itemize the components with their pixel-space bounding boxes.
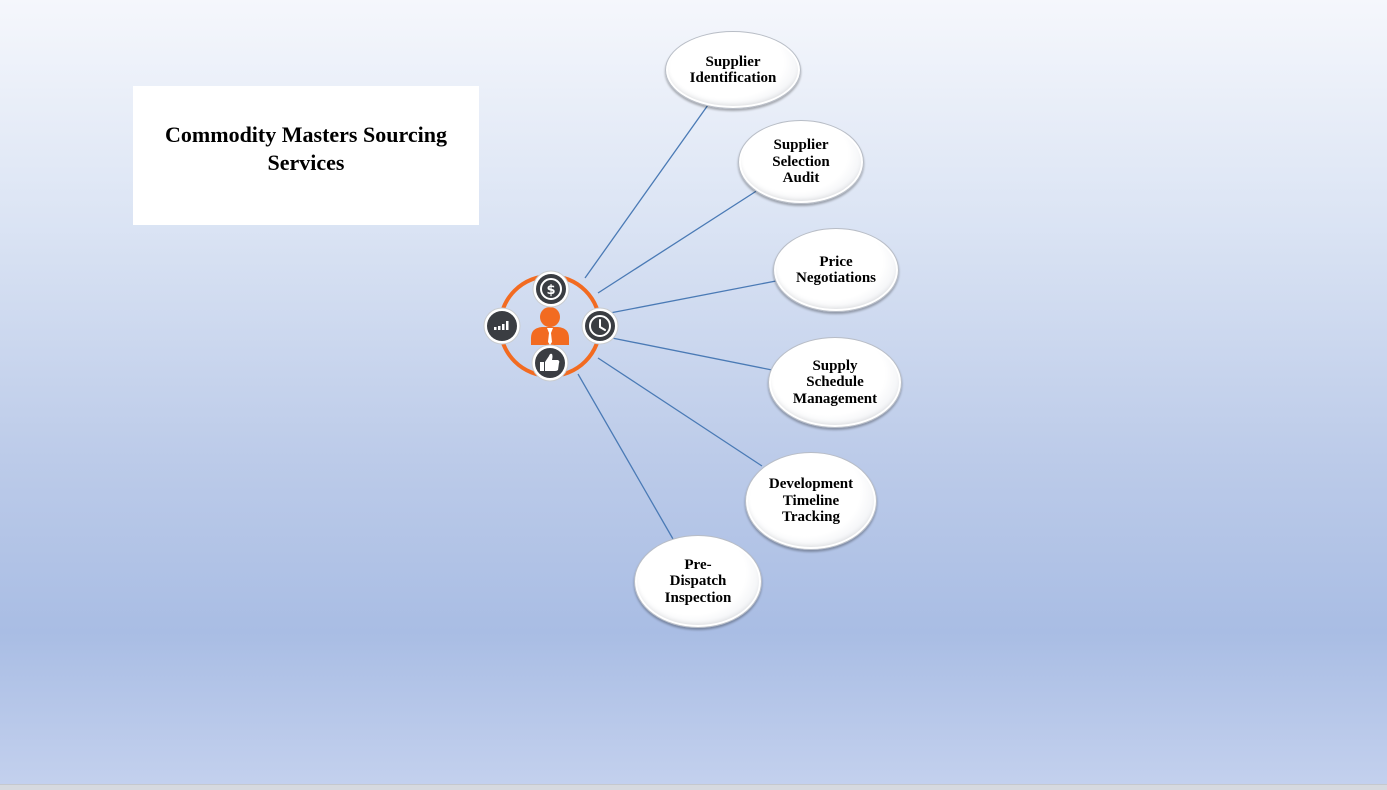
diagram-title: Commodity Masters Sourcing Services [165, 121, 447, 175]
thumbs-up-icon [531, 344, 569, 382]
service-bubble-supplier-selection-audit: Supplier Selection Audit [738, 120, 864, 204]
connector-supplier-identification [584, 104, 709, 279]
service-label: Development Timeline Tracking [768, 476, 854, 526]
service-label: Supplier Identification [689, 53, 777, 87]
clock-icon [581, 307, 619, 345]
service-label: Price Negotiations [796, 253, 876, 287]
connector-price-negotiations [609, 280, 777, 314]
connector-supply-schedule-management [611, 337, 773, 371]
title-box: Commodity Masters Sourcing Services [133, 86, 479, 225]
sourcing-hub-graphic: $ [483, 270, 619, 382]
dollar-icon: $ [532, 270, 570, 308]
service-bubble-development-timeline-tracking: Development Timeline Tracking [745, 452, 877, 550]
service-bubble-supplier-identification: Supplier Identification [665, 31, 801, 109]
service-bubble-pre-dispatch-inspection: Pre-Dispatch Inspection [634, 535, 762, 628]
svg-text:$: $ [546, 283, 555, 298]
person-icon [531, 307, 569, 345]
service-label: Supplier Selection Audit [772, 137, 830, 187]
connector-pre-dispatch-inspection [577, 373, 674, 540]
bottom-bar [0, 784, 1387, 790]
connector-supplier-selection-audit [597, 189, 759, 294]
service-bubble-price-negotiations: Price Negotiations [773, 228, 899, 312]
service-label: Supply Schedule Management [792, 357, 878, 407]
connector-development-timeline-tracking [597, 357, 763, 467]
service-bubble-supply-schedule-management: Supply Schedule Management [768, 337, 902, 428]
bar-chart-icon [483, 307, 521, 345]
service-label: Pre-Dispatch Inspection [664, 556, 732, 606]
